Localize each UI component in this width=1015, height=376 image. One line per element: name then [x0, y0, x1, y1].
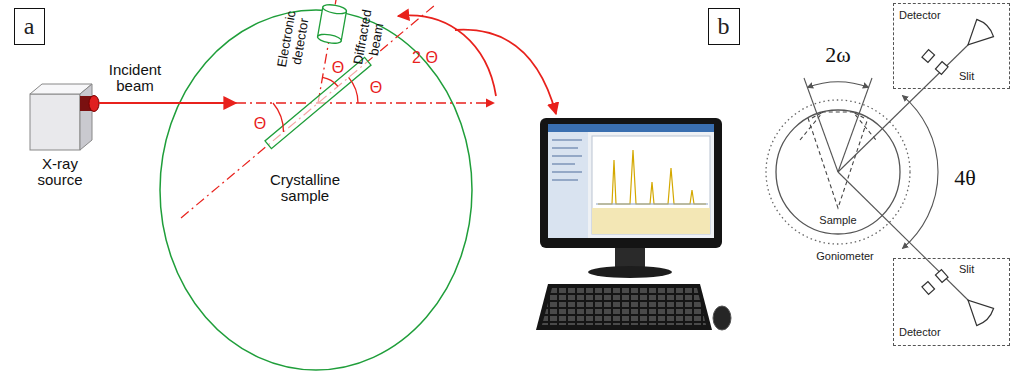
computer-monitor-part: [592, 136, 710, 234]
computer-monitor-part: [540, 118, 722, 248]
angle-label: Θ: [370, 79, 382, 97]
slit-top: [922, 50, 948, 75]
two-theta-arrow: [398, 15, 556, 114]
xray-source: [30, 84, 99, 150]
angle-label: 4θ: [954, 166, 976, 190]
angle-arcs-part: [273, 103, 284, 132]
computer-monitor-part-part: [552, 155, 582, 157]
computer-monitor-part: [592, 208, 710, 234]
beam-lines-part: [181, 5, 435, 218]
node-text: b: [718, 13, 730, 39]
electronic-detector-part: [317, 33, 342, 45]
computer-mouse: [713, 306, 731, 330]
computer-monitor-part: [598, 150, 706, 204]
computer-monitor-part: [596, 204, 708, 205]
part-label: Sample: [819, 214, 856, 226]
beam-label: Incident beam: [104, 62, 166, 95]
goniometer-b-part-part: [800, 112, 876, 140]
beam-lines: [99, 0, 494, 218]
keyboard-part: [536, 284, 712, 330]
slit-bottom: [922, 270, 948, 295]
computer-monitor-part: [552, 140, 582, 180]
beam-label: Diffracted beam: [350, 4, 389, 72]
goniometer-b-part: [800, 112, 876, 208]
node-text: Detector: [899, 9, 941, 21]
angle-label: 2ω: [825, 43, 850, 67]
four-theta-arrow-part: [902, 95, 938, 248]
computer-monitor-part: [548, 124, 714, 132]
four-theta-arrow-part: [838, 43, 970, 172]
part-label: Goniometer: [816, 250, 873, 262]
two-omega-arrow-part: [804, 78, 838, 172]
node-text: a: [24, 13, 35, 39]
slit-bottom-part: [922, 282, 935, 295]
xray-source-part: [30, 94, 80, 150]
detector-top-part: [960, 17, 996, 53]
node-text: Detector: [899, 326, 941, 338]
panel-letter-box: a: [14, 8, 45, 45]
sample-label: Crystalline sample: [260, 172, 350, 205]
electronic-detector-part: [322, 3, 347, 15]
four-theta-arrow: [838, 43, 970, 302]
angle-arcs-part: [349, 77, 358, 103]
angle-label: Θ: [332, 59, 344, 77]
beam-lines-part: [236, 102, 494, 103]
computer-monitor-part: [588, 266, 672, 278]
computer-monitor: [540, 118, 722, 278]
source-label: X-ray source: [29, 156, 91, 189]
goniometer-circle: [160, 10, 472, 370]
computer-monitor-part-part: [552, 139, 582, 141]
computer-monitor-part-part: [552, 147, 578, 149]
slit-top-part: [922, 50, 935, 63]
xray-source-part: [80, 84, 92, 150]
angle-arcs: [273, 77, 358, 132]
computer-monitor-part: [548, 132, 588, 238]
two-omega-arrow-part: [838, 78, 872, 172]
keyboard: [536, 284, 712, 330]
goniometer-b-part-part: [808, 118, 868, 208]
slit-bottom-part: [935, 270, 948, 283]
two-omega-arrow: [804, 78, 872, 172]
two-omega-arrow-part: [807, 82, 869, 87]
keyboard-part: [542, 288, 706, 325]
two-theta-arrow-part: [455, 30, 556, 114]
crystalline-sample-part: [265, 57, 371, 148]
computer-monitor-part-part: [552, 179, 578, 181]
electronic-detector: [317, 3, 347, 45]
detector-top: [960, 17, 996, 53]
detector-group-box: DetectorSlit: [893, 3, 1010, 89]
xray-source-part: [89, 96, 99, 112]
angle-label: 2 Θ: [412, 49, 438, 67]
angle-arcs-part: [323, 77, 338, 86]
goniometer-b-part-part: [812, 112, 864, 118]
two-theta-arrow-part: [398, 15, 496, 96]
crystalline-sample: [265, 57, 371, 148]
detector-bottom: [960, 292, 996, 328]
panel-letter-box: b: [708, 8, 740, 45]
slit-top-part: [935, 62, 948, 75]
computer-monitor-part-part: [552, 163, 575, 165]
computer-monitor-part: [615, 248, 645, 268]
detector-bottom-part: [960, 292, 996, 328]
four-theta-arrow-part: [838, 172, 970, 302]
angle-label: Θ: [254, 115, 266, 133]
computer-monitor-part: [548, 124, 714, 238]
detector-group-box: SlitDetector: [893, 258, 1010, 346]
node-text: Slit: [959, 70, 974, 82]
node-text: Slit: [959, 263, 974, 275]
computer-monitor-part-part: [552, 171, 582, 173]
beam-lines-part: [99, 102, 236, 104]
